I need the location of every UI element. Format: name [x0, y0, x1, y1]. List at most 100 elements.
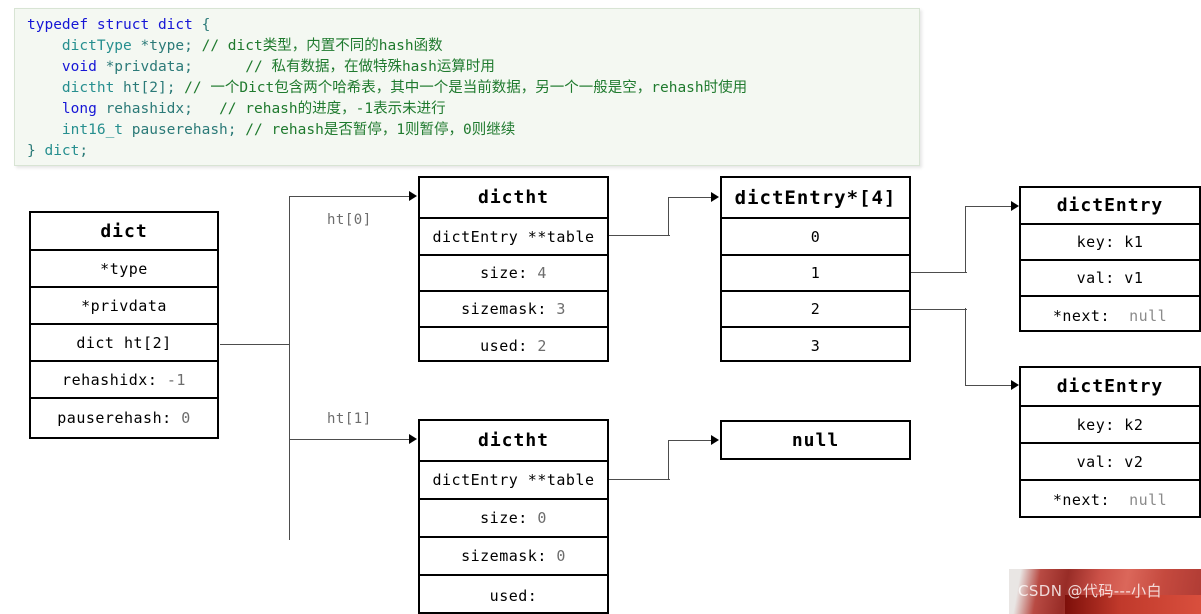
dictht0-row-size-label: size:: [480, 264, 528, 282]
connector-dict-to-ht: [220, 344, 290, 346]
dictentry2-title: dictEntry: [1021, 368, 1199, 407]
dictht0-row-used-value: 2: [537, 337, 547, 355]
dictentry2-key-value: k2: [1124, 415, 1144, 434]
code-line-5: int16_t pauserehash; // rehash是否暂停，1则暂停，…: [61, 122, 516, 138]
dictentry2-row-key: key: k2: [1021, 407, 1199, 444]
dictht0-row-table-label: dictEntry **table: [432, 227, 595, 246]
code-line-2: void *privdata; // 私有数据，在做特殊hash运算时用: [61, 59, 495, 75]
code-line-3: dictht ht[2]; // 一个Dict包含两个哈希表，其中一个是当前数据…: [61, 80, 748, 96]
dict-row-pauserehash-label: pauserehash:: [57, 409, 172, 427]
code-line-4: long rehashidx; // rehash的进度，-1表示未进行: [61, 101, 446, 117]
connector-bucket2-v: [965, 308, 967, 386]
dictht0-row-table: dictEntry **table: [420, 219, 607, 256]
dictentry1-row-key: key: k1: [1021, 225, 1199, 261]
dict-row-ht-label: dict ht[2]: [76, 333, 172, 352]
code-line-1: dictType *type; // dict类型，内置不同的hash函数: [61, 38, 443, 54]
connector-table1-v: [668, 440, 670, 480]
dict-row-privdata-label: *privdata: [81, 296, 167, 315]
dictentry1-title: dictEntry: [1021, 188, 1199, 225]
dictht0-row-sizemask-label: sizemask:: [461, 300, 547, 318]
dictht1-row-size-value: 0: [537, 509, 547, 527]
arrow-to-dictht0: [409, 191, 417, 201]
null-box-title: null: [791, 429, 840, 451]
bucket-slot-2: 2: [722, 292, 909, 328]
dictht0-row-size-value: 4: [537, 264, 547, 282]
arrow-to-entry1: [1011, 201, 1019, 211]
dictht1-box: dictht dictEntry **table size: 0 sizemas…: [418, 419, 609, 614]
csdn-watermark: CSDN @代码---小白: [1009, 569, 1201, 614]
dictht0-title: dictht: [420, 178, 607, 219]
dictentry2-val-label: val:: [1076, 452, 1115, 471]
dictht1-row-table: dictEntry **table: [420, 462, 607, 500]
connector-ht-trunk: [289, 196, 291, 540]
dict-row-type-label: *type: [100, 259, 148, 278]
dict-row-pauserehash: pauserehash: 0: [31, 399, 217, 437]
dictht0-row-sizemask-value: 3: [556, 300, 566, 318]
null-box: null: [720, 420, 911, 460]
dictentry2-val-value: v2: [1124, 452, 1144, 471]
label-ht1: ht[1]: [327, 411, 372, 427]
dict-struct-box: dict *type *privdata dict ht[2] rehashid…: [29, 211, 219, 439]
connector-ht0-branch: [289, 196, 414, 198]
connector-bucket2-h1: [909, 309, 967, 311]
dictht1-row-sizemask: sizemask: 0: [420, 538, 607, 576]
connector-table0-h2: [668, 197, 716, 199]
dictentry1-next-value: null: [1129, 306, 1168, 325]
watermark-text: CSDN @代码---小白: [1018, 582, 1162, 600]
dictentry1-box: dictEntry key: k1 val: v1 *next: null: [1019, 186, 1201, 332]
dictentry1-row-val: val: v1: [1021, 261, 1199, 297]
dictht1-row-used: used:: [420, 576, 607, 614]
connector-bucket1-h2: [965, 206, 1016, 208]
dictht0-row-used: used: 2: [420, 328, 607, 364]
connector-bucket1-h1: [909, 272, 967, 274]
connector-table1-h2: [668, 440, 716, 442]
dictentry2-row-next: *next: null: [1021, 481, 1199, 518]
dictht1-row-sizemask-value: 0: [556, 547, 566, 565]
dictentry2-next-value: null: [1129, 490, 1168, 509]
connector-bucket1-v: [965, 206, 967, 273]
arrow-to-bucket-array: [711, 192, 719, 202]
dictht1-row-size-label: size:: [480, 509, 528, 527]
bucket-slot-1: 1: [722, 256, 909, 292]
dictentry2-row-val: val: v2: [1021, 444, 1199, 481]
bucket-slot-0: 0: [722, 219, 909, 256]
arrow-to-dictht1: [409, 434, 417, 444]
code-line-6: } dict;: [27, 143, 89, 159]
watermark-background-accent: [1065, 595, 1201, 614]
code-block: typedef struct dict { dictType *type; //…: [14, 8, 920, 166]
connector-bucket2-h2: [965, 385, 1016, 387]
connector-ht1-branch: [289, 439, 414, 441]
dict-row-type: *type: [31, 251, 217, 288]
dict-row-rehashidx-value: -1: [166, 370, 186, 389]
connector-table0-h1: [608, 235, 670, 237]
dictht0-row-size: size: 4: [420, 256, 607, 292]
label-ht0: ht[0]: [327, 212, 372, 228]
dict-row-pauserehash-value: 0: [181, 409, 191, 427]
dict-row-ht: dict ht[2]: [31, 325, 217, 362]
dictht1-row-size: size: 0: [420, 500, 607, 538]
bucket-slot-3: 3: [810, 337, 821, 355]
connector-table1-h1: [608, 479, 670, 481]
dict-box-title: dict: [31, 213, 217, 251]
dictht0-box: dictht dictEntry **table size: 4 sizemas…: [418, 176, 609, 362]
dictentry1-key-value: k1: [1124, 233, 1144, 251]
dictht1-title: dictht: [420, 421, 607, 462]
connector-table0-v: [668, 197, 670, 236]
dictentry1-key-label: key:: [1076, 233, 1115, 251]
dictentry1-next-label: *next:: [1052, 306, 1110, 325]
dictentry2-next-label: *next:: [1052, 490, 1110, 509]
dictht0-row-sizemask: sizemask: 3: [420, 292, 607, 328]
code-line-0: typedef struct dict {: [27, 17, 211, 33]
dictht1-row-used-label: used:: [489, 587, 538, 605]
arrow-to-null: [711, 435, 719, 445]
dictentry2-key-label: key:: [1076, 415, 1115, 434]
dictentry1-row-next: *next: null: [1021, 297, 1199, 334]
dictentry1-val-label: val:: [1076, 269, 1115, 287]
bucket-array-box: dictEntry*[4] 0 1 2 3: [720, 176, 911, 362]
dict-row-rehashidx-label: rehashidx:: [62, 370, 158, 389]
dictentry2-box: dictEntry key: k2 val: v2 *next: null: [1019, 366, 1201, 518]
dict-row-privdata: *privdata: [31, 288, 217, 325]
dictht0-row-used-label: used:: [480, 337, 528, 355]
arrow-to-entry2: [1011, 380, 1019, 390]
